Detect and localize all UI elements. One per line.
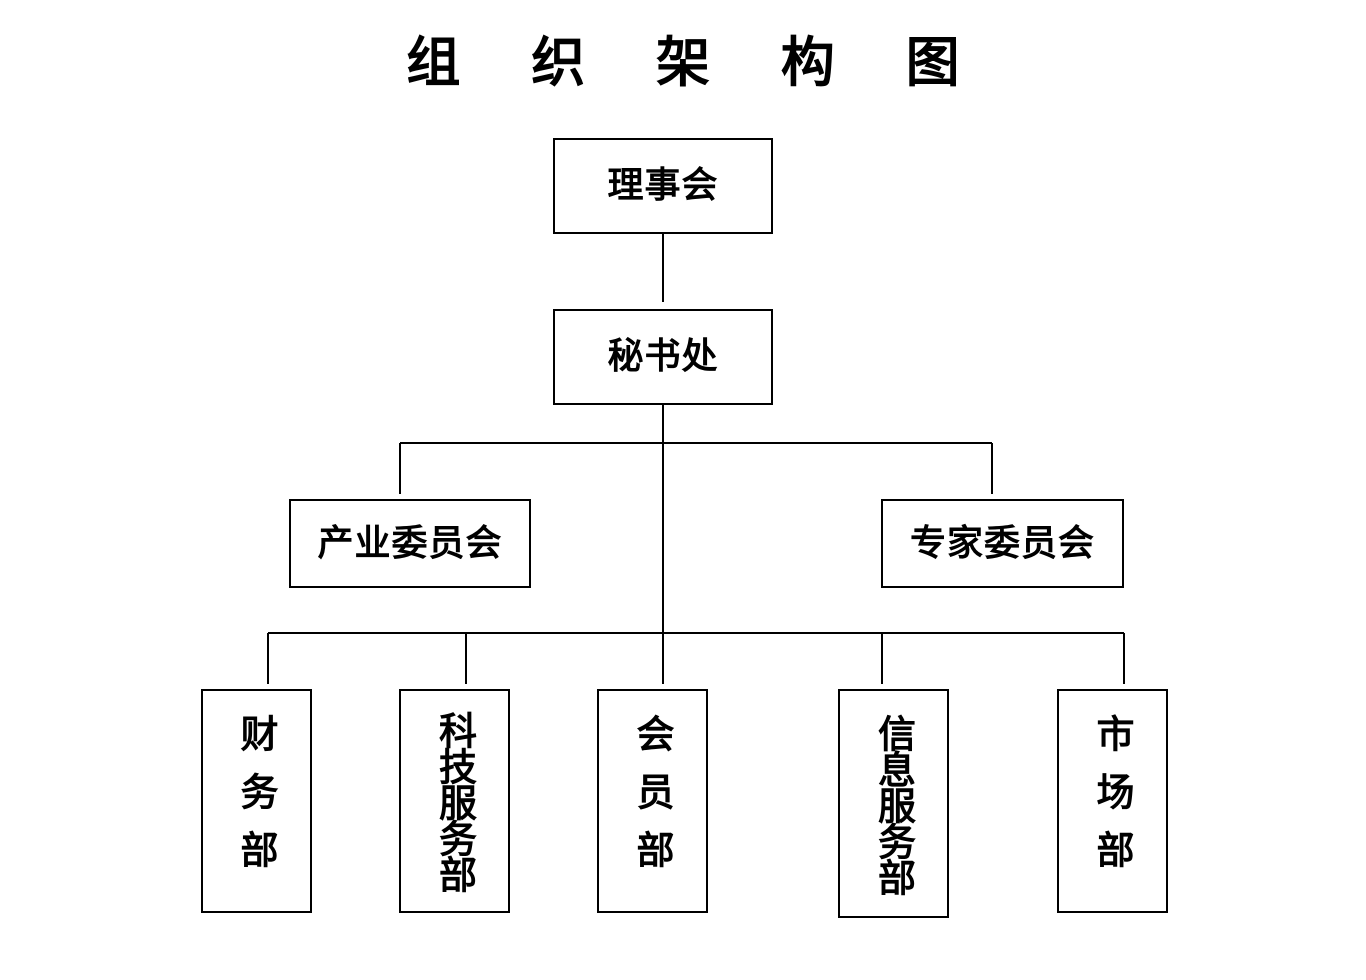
chart-title: 组 织 架 构 图: [406, 31, 986, 94]
node-industry-committee: 产业委员会: [289, 499, 531, 588]
node-secretariat-label: 秘书处: [607, 336, 719, 377]
node-info-service-dept-label: 信息服务部: [871, 713, 916, 894]
node-member-dept-label: 会员部: [630, 714, 674, 888]
node-industry-committee-label: 产业委员会: [317, 522, 503, 564]
node-tech-service-dept: 科技服务部: [399, 689, 510, 913]
node-board: 理事会: [553, 138, 773, 234]
node-member-dept: 会员部: [597, 689, 708, 913]
node-info-service-dept: 信息服务部: [838, 689, 949, 918]
node-tech-service-dept-label: 科技服务部: [432, 711, 477, 891]
node-market-dept-label: 市场部: [1090, 714, 1134, 888]
node-secretariat: 秘书处: [553, 309, 773, 405]
node-finance-dept: 财务部: [201, 689, 312, 913]
node-expert-committee-label: 专家委员会: [909, 522, 1095, 564]
node-board-label: 理事会: [607, 165, 719, 206]
node-market-dept: 市场部: [1057, 689, 1168, 913]
node-expert-committee: 专家委员会: [881, 499, 1124, 588]
node-finance-dept-label: 财务部: [234, 714, 278, 888]
